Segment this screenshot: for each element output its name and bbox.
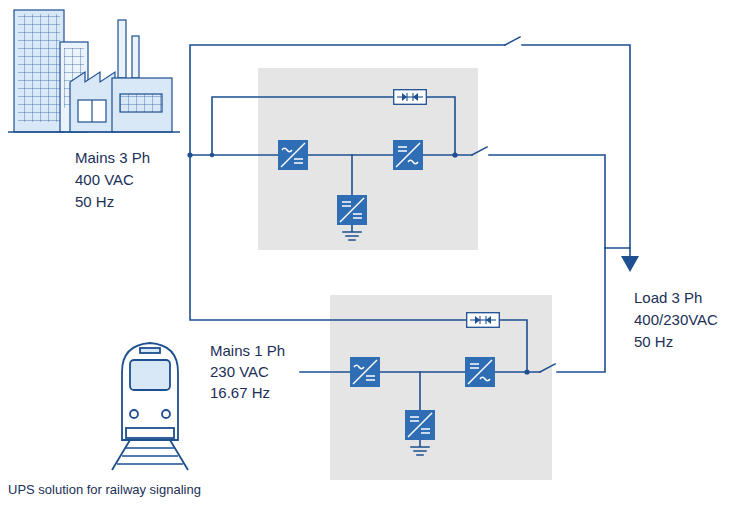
power-wiring [489, 155, 630, 248]
power-wiring [423, 154, 472, 156]
train-illustration [130, 360, 170, 390]
dc-converter-symbol [405, 410, 435, 440]
city-illustration [8, 131, 180, 133]
power-wiring [505, 37, 520, 45]
train-illustration [112, 440, 188, 470]
city-illustration [14, 10, 64, 132]
power-wiring [411, 440, 429, 455]
voltage-rating: 400/230VAC [634, 310, 718, 330]
power-wiring [190, 37, 630, 455]
train-illustration [126, 428, 174, 438]
power-wiring [351, 155, 353, 195]
power-wiring [419, 372, 421, 410]
city-illustration [118, 20, 126, 78]
city-illustration [132, 36, 139, 78]
power-wiring [557, 248, 605, 372]
voltage-rating: 400 VAC [75, 170, 134, 190]
power-wiring [190, 154, 278, 156]
junction-dot [187, 152, 192, 157]
junction-dot [452, 152, 457, 157]
frequency-rating: 50 Hz [634, 332, 673, 352]
inverter-symbol [465, 357, 495, 387]
static-switch-symbol [467, 313, 500, 328]
power-wiring [190, 155, 466, 320]
city-illustration [120, 94, 162, 112]
power-wiring [472, 147, 487, 155]
train-illustration [130, 410, 138, 418]
frequency-rating: 50 Hz [75, 192, 114, 212]
figure-caption: UPS solution for railway signaling [8, 482, 201, 498]
frequency-rating: 16.67 Hz [210, 383, 270, 403]
inverter-symbol [393, 140, 423, 170]
train-illustration [162, 410, 170, 418]
city-illustration [18, 14, 60, 122]
power-wiring [427, 97, 455, 155]
power-wiring [300, 371, 350, 373]
voltage-rating: 230 VAC [210, 362, 269, 382]
power-wiring [343, 225, 361, 240]
junction-dot [210, 153, 214, 157]
source-name: Mains 3 Ph [75, 148, 150, 168]
train-illustration [112, 343, 188, 470]
ups-housing [330, 295, 552, 480]
load-name: Load 3 Ph [634, 288, 702, 308]
rectifier-symbol [278, 140, 308, 170]
load-arrow [621, 256, 639, 272]
power-wiring [495, 371, 540, 373]
power-wiring [522, 45, 630, 256]
dc-converter-symbol [337, 195, 367, 225]
power-wiring [308, 154, 393, 156]
source-name: Mains 1 Ph [210, 341, 285, 361]
power-wiring [500, 320, 527, 372]
train-illustration [140, 348, 160, 353]
junction-dot [187, 152, 529, 374]
power-wiring [190, 45, 505, 155]
power-wiring [540, 364, 555, 372]
city-illustration [70, 72, 115, 132]
power-wiring [380, 371, 465, 373]
train-illustration [117, 448, 183, 464]
city-illustration [91, 100, 92, 122]
city-illustration [8, 10, 180, 132]
city-illustration [78, 100, 106, 122]
junction-dot [524, 369, 529, 374]
ups-housing [258, 68, 478, 250]
static-switch-symbol [394, 90, 427, 105]
city-illustration [112, 78, 172, 132]
train-illustration [122, 343, 178, 440]
rectifier-symbol [350, 357, 380, 387]
